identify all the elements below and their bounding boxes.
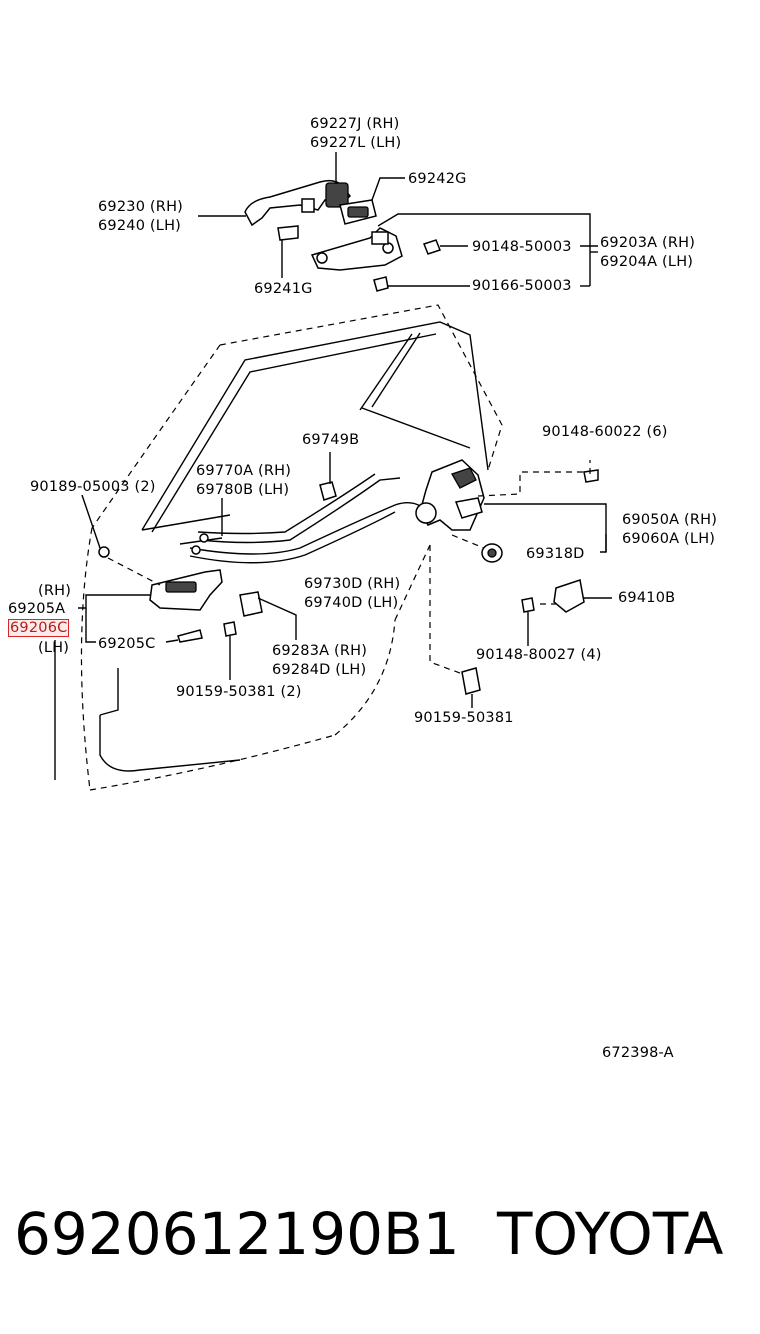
label-rh: (RH)	[38, 583, 72, 599]
door-frame-outline	[54, 304, 503, 791]
label-69284d: 69284D (LH)	[272, 662, 367, 678]
label-90189-05003: 90189-05003 (2)	[30, 479, 156, 495]
label-69730d: 69730D (RH)	[304, 576, 401, 592]
label-69060a: 69060A (LH)	[622, 531, 716, 547]
handle-frame-part	[310, 227, 441, 292]
label-69749b: 69749B	[302, 432, 360, 448]
outside-handle-part	[244, 179, 377, 241]
door-lock-assembly-part	[415, 459, 599, 563]
brand-caption: TOYOTA	[497, 1200, 724, 1268]
leader-lines-bottom	[78, 460, 612, 708]
label-69205a: 69205A	[8, 601, 66, 617]
lock-cables-part	[179, 452, 421, 564]
label-69227j: 69227J (RH)	[310, 116, 400, 132]
leader-lines-top	[198, 152, 598, 287]
inside-handle-part	[98, 546, 263, 643]
label-69205c: 69205C	[98, 636, 156, 652]
label-69227l: 69227L (LH)	[310, 135, 402, 151]
label-90159-50381-2: 90159-50381 (2)	[176, 684, 302, 700]
label-90148-80027: 90148-80027 (4)	[476, 647, 602, 663]
label-lh: (LH)	[38, 640, 70, 656]
label-90159-50381: 90159-50381	[414, 710, 514, 726]
label-69242g: 69242G	[408, 171, 467, 187]
label-69241g: 69241G	[254, 281, 313, 297]
label-90166-50003: 90166-50003	[472, 278, 572, 294]
label-69410b: 69410B	[618, 590, 676, 606]
label-69283a: 69283A (RH)	[272, 643, 368, 659]
label-90148-50003: 90148-50003	[472, 239, 572, 255]
part-number-caption: 6920612190B1	[14, 1200, 460, 1268]
label-69204a: 69204A (LH)	[600, 254, 694, 270]
label-69240: 69240 (LH)	[98, 218, 182, 234]
label-90148-60022: 90148-60022 (6)	[542, 424, 668, 440]
label-69206c-highlighted[interactable]: 69206C	[8, 619, 70, 637]
label-69203a: 69203A (RH)	[600, 235, 696, 251]
label-69780b: 69780B (LH)	[196, 482, 290, 498]
label-69318d: 69318D	[526, 546, 585, 562]
label-69770a: 69770A (RH)	[196, 463, 292, 479]
figure-id: 672398-A	[602, 1045, 674, 1061]
label-69740d: 69740D (LH)	[304, 595, 399, 611]
label-69050a: 69050A (RH)	[622, 512, 718, 528]
label-69230: 69230 (RH)	[98, 199, 184, 215]
